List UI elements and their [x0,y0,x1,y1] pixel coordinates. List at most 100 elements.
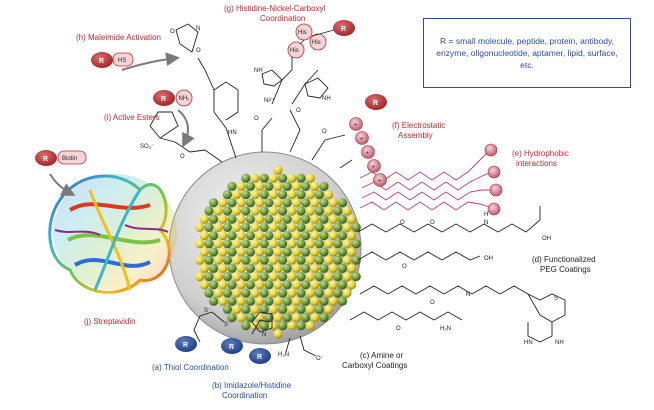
core-atom [204,239,214,249]
core-atom [273,198,283,208]
core-atom [236,296,246,306]
core-atom [328,214,338,224]
core-atom [291,198,301,208]
r-label: R [341,26,346,33]
core-atom [314,272,324,282]
core-atom [278,304,288,314]
r-label: R [257,354,262,361]
core-atom [342,239,352,249]
core-atom [259,255,269,265]
core-atom [209,231,219,241]
core-atom [333,206,343,216]
atom-oh: OH [542,236,551,242]
core-atom [268,304,278,314]
core-atom [319,313,329,323]
core-atom [310,263,320,273]
core-atom [273,231,283,241]
core-atom [195,239,205,249]
core-atom [259,173,269,183]
core-atom [195,255,205,265]
atom-o: O [170,29,175,35]
atom-coo: O⁻ [316,356,324,362]
core-atom [273,313,283,323]
core-atom [305,272,315,282]
core-atom [282,198,292,208]
core-atom [259,190,269,200]
core-atom [232,255,242,265]
core-atom [328,296,338,306]
core-atom [199,247,209,257]
core-atom [227,296,237,306]
r-label: R [229,344,234,351]
core-atom [282,296,292,306]
core-atom [319,181,329,191]
core-atom [296,239,306,249]
core-atom [268,190,278,200]
core-atom [314,190,324,200]
core-atom [351,255,361,265]
charge-plus: + [372,165,376,171]
core-atom [236,280,246,290]
core-atom [324,304,334,314]
core-atom [301,198,311,208]
core-atom [241,173,251,183]
core-atom [227,198,237,208]
core-atom [296,190,306,200]
core-atom [296,304,306,314]
core-atom [195,272,205,282]
core-atom [333,222,343,232]
atom-so3: SO₃⁻ [140,144,154,150]
core-atom [245,313,255,323]
core-atom [218,296,228,306]
ester-arrow [177,109,195,148]
atom-h: H [484,212,488,218]
atom-h3n: H₃N [278,352,289,358]
core-atom [222,288,232,298]
core-atom [222,239,232,249]
core-atom [264,313,274,323]
core-atom [291,263,301,273]
blue-r-tags: R R R [175,336,271,364]
label-a: (a) Thiol Coordination [152,363,229,372]
core-atom [287,173,297,183]
atom-s: S⁻ [204,308,211,314]
core-atom [328,231,338,241]
core-atom [328,198,338,208]
core-atom [241,288,251,298]
core-atom [222,222,232,232]
atom-n: N [484,220,488,226]
core-atom [250,173,260,183]
core-atom [324,206,334,216]
core-atom [250,206,260,216]
core-atom [314,206,324,216]
core-atom [328,247,338,257]
ni-label: Ni²⁺ [264,97,275,104]
core-atom [199,214,209,224]
his-tag: His [298,30,307,36]
core-atom [337,247,347,257]
core-atom [259,321,269,331]
maleimide-arrow [121,52,180,71]
core-atom [324,190,334,200]
core-atom [278,239,288,249]
core-atom [278,173,288,183]
biotin-arrow [49,173,76,196]
label-d-line2: PEG Coatings [540,265,591,274]
core-atom [305,173,315,183]
core-atom [337,231,347,241]
ligand-lines [149,23,566,357]
core-atom [218,247,228,257]
core-atom [301,181,311,191]
r-label: R [43,156,48,163]
core-atom [209,247,219,257]
core-atom [273,181,283,191]
core-atom [222,190,232,200]
core-atom [227,181,237,191]
atom-s: S⁻ [224,322,231,328]
core-atom [273,329,283,339]
streptavidin-protein [48,174,177,294]
core-atom [213,222,223,232]
core-atom [296,222,306,232]
core-atom [241,304,251,314]
